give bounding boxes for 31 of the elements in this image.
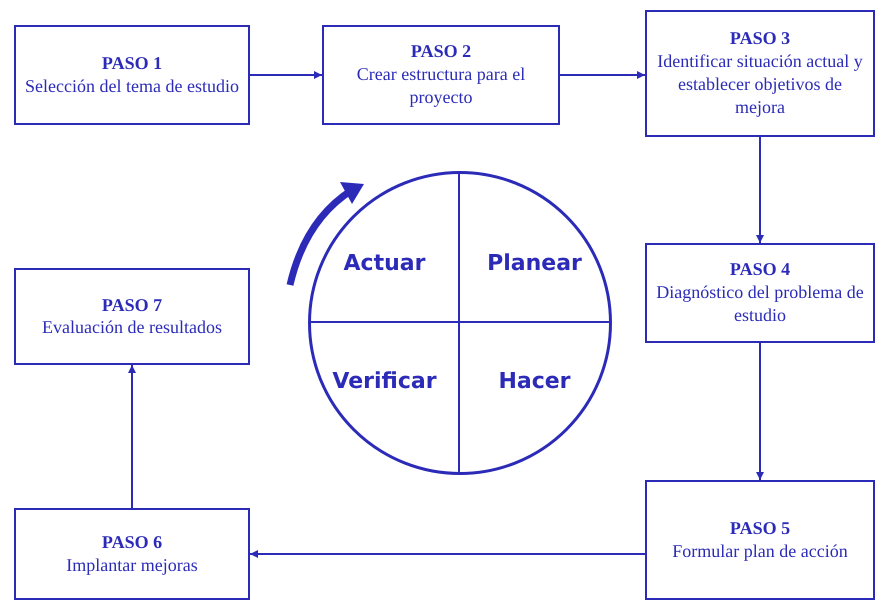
step-description: Diagnóstico del problema de estudio <box>655 280 865 328</box>
arrow <box>756 343 764 480</box>
step-description: Implantar mejoras <box>66 554 198 577</box>
quadrant-label: Hacer <box>498 368 571 396</box>
arrow <box>250 550 645 558</box>
step-box <box>645 10 875 137</box>
step-box <box>645 243 875 343</box>
step-box <box>14 25 250 125</box>
step-title: PASO 1 <box>102 52 162 75</box>
step-description: Formular plan de acción <box>672 540 848 563</box>
step-title: PASO 7 <box>102 294 162 316</box>
step-title: PASO 3 <box>730 27 790 50</box>
step-box <box>14 268 250 365</box>
step-title: PASO 5 <box>730 517 790 540</box>
step-box <box>322 25 560 125</box>
quadrant-label: Planear <box>487 250 582 278</box>
quadrant-label: Verificar <box>332 368 437 396</box>
arrow <box>560 71 645 79</box>
step-description: Identificar situación actual y establecer objetivos de mejora <box>656 50 864 120</box>
step-description: Crear estructura para el proyecto <box>356 62 526 110</box>
step-title: PASO 6 <box>102 531 162 554</box>
arrow <box>128 365 136 508</box>
arrow <box>756 137 764 243</box>
step-description: Selección del tema de estudio <box>25 74 239 98</box>
arrow <box>250 71 322 79</box>
step-title: PASO 2 <box>410 40 472 63</box>
step-description: Evaluación de resultados <box>42 316 222 340</box>
step-title: PASO 4 <box>730 258 790 281</box>
step-box <box>645 480 875 600</box>
quadrant-label: Actuar <box>344 250 426 278</box>
step-box <box>14 508 250 600</box>
